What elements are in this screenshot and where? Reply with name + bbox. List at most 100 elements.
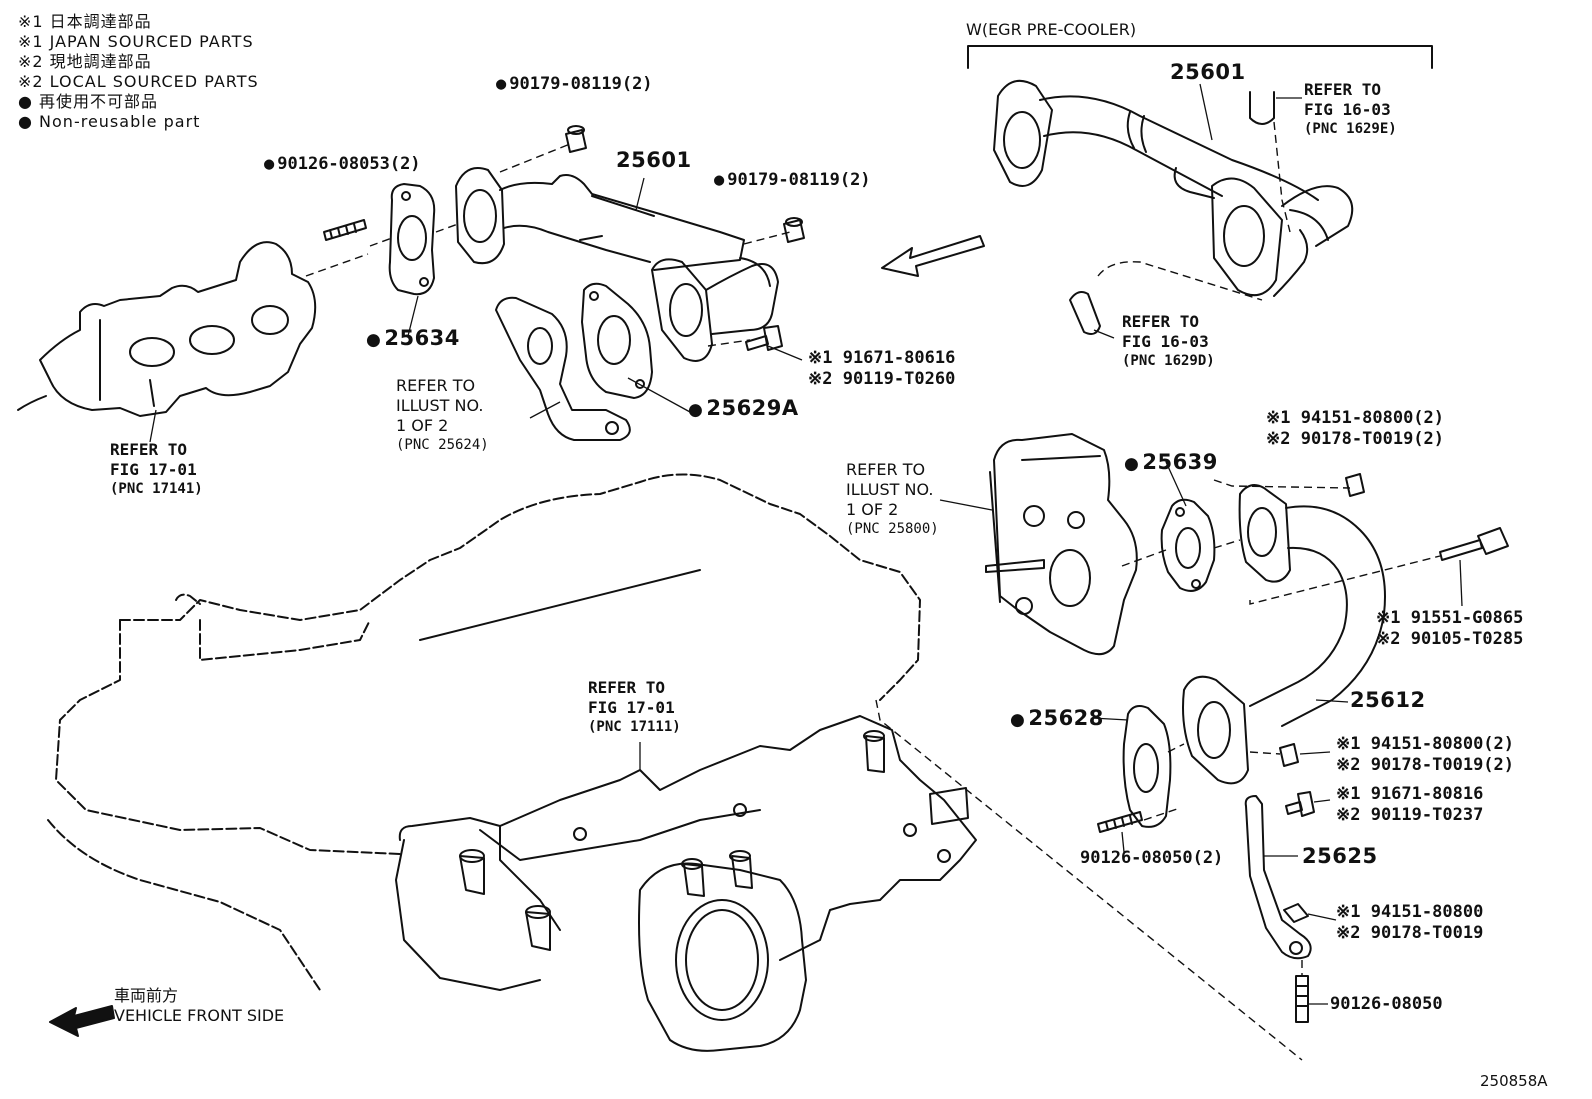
- leader-lines: [149, 83, 1463, 1005]
- gasket-25629A-drawing: [581, 282, 653, 399]
- bracket-hole: [1289, 941, 1303, 955]
- ref-line: (PNC 1629E): [1304, 121, 1397, 137]
- dual-part-91671-80816: ※1 91671-80816 ※2 90119-T0237: [1336, 786, 1483, 828]
- nut-90179-right: [783, 217, 805, 243]
- bracket-25624-drawing: [495, 296, 631, 441]
- dual-part-line: ※1 91551-G0865: [1376, 608, 1524, 628]
- dual-part-91671-80616: ※1 91671-80616 ※2 90119-T0260: [808, 350, 955, 392]
- part-25612: 25612: [1350, 688, 1426, 712]
- legend: ※1 日本調達部品 ※1 JAPAN SOURCED PARTS ※2 現地調達…: [18, 14, 259, 134]
- ref-line: (PNC 17111): [588, 719, 681, 735]
- front-line: 車両前方: [114, 986, 179, 1005]
- dual-part-line: ※1 91671-80816: [1336, 784, 1484, 804]
- variant-bracket: [967, 45, 1433, 69]
- dual-part-line: ※2 90178-T0019: [1336, 923, 1484, 943]
- assembly-dashed-lines: [305, 121, 1441, 1061]
- bracket-25625-drawing: [1244, 795, 1312, 960]
- stud-90126-08053: [323, 219, 367, 241]
- ref-line: REFER TO: [1304, 80, 1382, 99]
- vehicle-front-label: 車両前方 VEHICLE FRONT SIDE: [114, 988, 284, 1028]
- ref-fig1701-pnc17111: REFER TO FIG 17-01 (PNC 17111): [588, 680, 681, 738]
- ref-line: (PNC 25624): [396, 437, 489, 453]
- ref-line: 1 OF 2: [846, 500, 899, 519]
- exhaust-manifold-drawing: [17, 241, 317, 417]
- ref-line: 1 OF 2: [396, 416, 449, 435]
- egr-valve-drawing: [985, 433, 1138, 656]
- part-25601-top: 25601: [1170, 60, 1246, 84]
- dual-part-91551: ※1 91551-G0865 ※2 90105-T0285: [1376, 610, 1523, 652]
- pipe-stub-top: [1249, 91, 1275, 125]
- ref-line: ILLUST NO.: [846, 480, 934, 499]
- legend-line: ※1 日本調達部品: [18, 12, 152, 31]
- dual-part-line: ※2 90119-T0237: [1336, 805, 1484, 825]
- part-25601-middle: 25601: [616, 148, 692, 172]
- nut-90179-left: [565, 125, 587, 153]
- gasket-25628-drawing: [1122, 705, 1172, 828]
- ref-line: FIG 16-03: [1304, 100, 1391, 119]
- ref-line: REFER TO: [396, 376, 476, 395]
- engine-head-line: [419, 569, 701, 641]
- bolt-91671-80816: [1285, 791, 1315, 817]
- legend-line: ● 再使用不可部品: [18, 92, 159, 111]
- variant-label: W(EGR PRE-COOLER): [966, 20, 1137, 39]
- figure-code: 250858A: [1480, 1072, 1548, 1090]
- part-90126-08050: 90126-08050: [1330, 994, 1443, 1014]
- dual-part-line: ※2 90178-T0019(2): [1336, 755, 1515, 775]
- ref-fig1603-pnc1629D: REFER TO FIG 16-03 (PNC 1629D): [1122, 314, 1215, 372]
- part-90126-08050-2: 90126-08050(2): [1080, 848, 1224, 868]
- dual-part-line: ※2 90178-T0019(2): [1266, 429, 1445, 449]
- ref-line: (PNC 25800): [846, 521, 939, 537]
- egr-pipe-precooler-drawing: [993, 79, 1354, 297]
- ref-line: (PNC 1629D): [1122, 353, 1215, 369]
- vehicle-front-arrow: [49, 1005, 115, 1037]
- dual-part-line: ※2 90105-T0285: [1376, 629, 1524, 649]
- legend-line: ● Non-reusable part: [18, 112, 201, 131]
- dual-part-line: ※2 90119-T0260: [808, 369, 956, 389]
- ref-fig1701-pnc17141: REFER TO FIG 17-01 (PNC 17141): [110, 442, 203, 500]
- ref-fig1603-pnc1629E: REFER TO FIG 16-03 (PNC 1629E): [1304, 82, 1397, 140]
- legend-line: ※1 JAPAN SOURCED PARTS: [18, 32, 254, 51]
- part-25629A: 25629A: [688, 398, 799, 419]
- nut-94151-top: [1345, 473, 1365, 497]
- ref-line: REFER TO: [110, 440, 188, 459]
- ref-illust-pnc25624: REFER TO ILLUST NO. 1 OF 2 (PNC 25624): [396, 378, 489, 456]
- engine-block-outline: [47, 473, 921, 991]
- dual-part-94151-bottom: ※1 94151-80800 ※2 90178-T0019: [1336, 904, 1483, 946]
- part-90126-08053: 90126-08053(2): [264, 156, 420, 173]
- stud-90126-08050: [1295, 975, 1309, 1023]
- nut-94151-mid: [1279, 743, 1299, 767]
- ref-line: REFER TO: [588, 678, 666, 697]
- dual-part-line: ※1 94151-80800(2): [1266, 408, 1445, 428]
- ref-line: REFER TO: [1122, 312, 1200, 331]
- dual-part-line: ※1 91671-80616: [808, 348, 956, 368]
- part-25639: 25639: [1124, 452, 1218, 473]
- dual-part-94151-mid: ※1 94151-80800(2) ※2 90178-T0019(2): [1336, 736, 1514, 778]
- ref-illust-pnc25800: REFER TO ILLUST NO. 1 OF 2 (PNC 25800): [846, 462, 939, 540]
- bolt-91551: [1439, 527, 1509, 561]
- nut-94151-bottom: [1283, 903, 1309, 923]
- part-25634: 25634: [366, 328, 460, 349]
- intake-manifold-drawing: [395, 715, 977, 1052]
- ref-line: ILLUST NO.: [396, 396, 484, 415]
- part-90179-left: 90179-08119(2): [496, 76, 652, 93]
- direction-arrow: [881, 235, 985, 277]
- egr-pipe-25612-drawing: [1182, 484, 1386, 785]
- legend-line: ※2 現地調達部品: [18, 52, 152, 71]
- dual-part-line: ※1 94151-80800(2): [1336, 734, 1515, 754]
- dual-part-line: ※1 94151-80800: [1336, 902, 1484, 922]
- stud-90126-08050-2: [1097, 811, 1143, 833]
- ref-line: (PNC 17141): [110, 481, 203, 497]
- legend-line: ※2 LOCAL SOURCED PARTS: [18, 72, 259, 91]
- ref-line: FIG 17-01: [588, 698, 675, 717]
- part-25628: 25628: [1010, 708, 1104, 729]
- ref-line: REFER TO: [846, 460, 926, 479]
- egr-pipe-middle-drawing: [455, 167, 779, 362]
- pipe-stub-lower: [1069, 291, 1101, 335]
- front-line: VEHICLE FRONT SIDE: [114, 1006, 285, 1025]
- ref-line: FIG 16-03: [1122, 332, 1209, 351]
- part-25625: 25625: [1302, 844, 1378, 868]
- bolt-91671-80616: [745, 325, 783, 351]
- dual-part-94151-top: ※1 94151-80800(2) ※2 90178-T0019(2): [1266, 410, 1444, 452]
- gasket-25639-drawing: [1160, 498, 1216, 592]
